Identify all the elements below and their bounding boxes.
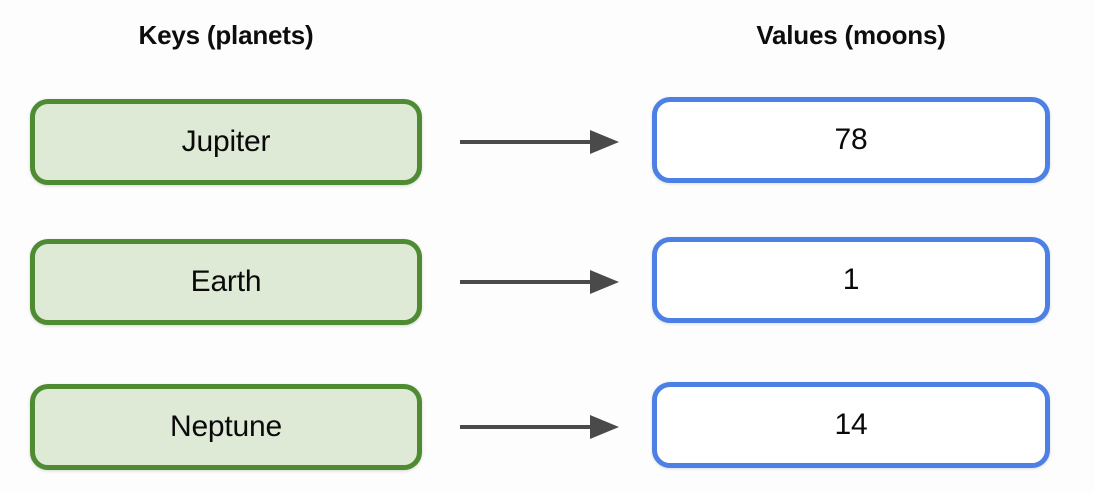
value-box-neptune[interactable]: 14 — [652, 382, 1050, 468]
value-label: 14 — [834, 408, 868, 441]
key-label: Neptune — [169, 410, 283, 443]
mapping-row: Earth 1 — [0, 237, 1094, 327]
arrow-right-icon — [458, 125, 620, 159]
mapping-row: Neptune 14 — [0, 382, 1094, 472]
values-column-header: Values (moons) — [756, 20, 946, 50]
key-box-neptune[interactable]: Neptune — [30, 384, 422, 470]
key-label: Jupiter — [181, 125, 271, 158]
key-label: Earth — [190, 265, 262, 298]
value-box-jupiter[interactable]: 78 — [652, 97, 1050, 183]
value-label: 1 — [842, 263, 860, 296]
arrow-right-icon — [458, 410, 620, 444]
key-box-jupiter[interactable]: Jupiter — [30, 99, 422, 185]
keys-column-header: Keys (planets) — [138, 20, 314, 50]
value-label: 78 — [834, 123, 868, 156]
key-box-earth[interactable]: Earth — [30, 239, 422, 325]
arrow-right-icon — [458, 265, 620, 299]
mapping-row: Jupiter 78 — [0, 97, 1094, 187]
value-box-earth[interactable]: 1 — [652, 237, 1050, 323]
